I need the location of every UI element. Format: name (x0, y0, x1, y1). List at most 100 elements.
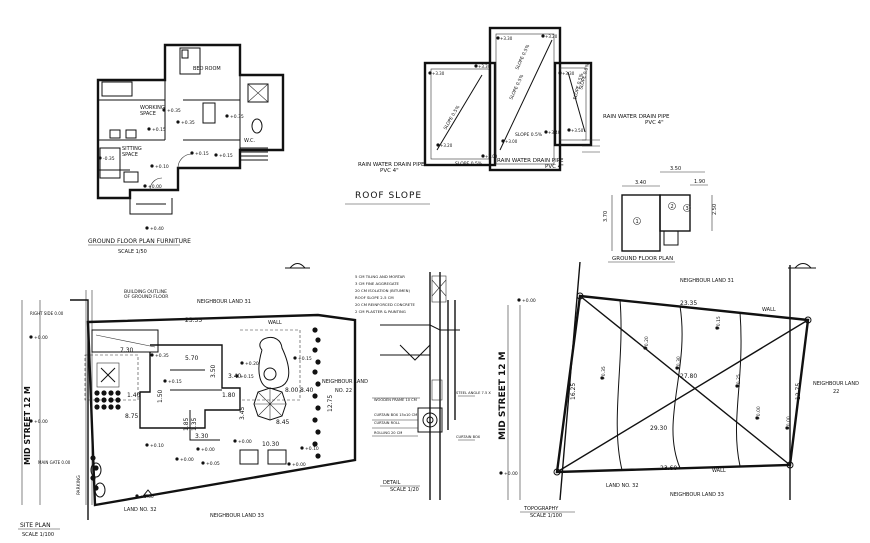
level-dot (175, 457, 179, 461)
dim: 3.40 (635, 180, 646, 186)
topo-street-label: MID STREET 12 M (498, 351, 508, 440)
corner (786, 461, 794, 469)
level-dot (541, 34, 545, 38)
topo-wall-top: WALL (762, 307, 776, 313)
plan-block-3 (663, 230, 679, 246)
table-set (267, 449, 287, 465)
tree-icon (312, 441, 318, 447)
mark-3: 3 (686, 206, 689, 212)
level-dot (544, 130, 548, 134)
fountain (258, 337, 290, 389)
tree-symbol (285, 263, 816, 269)
roof-steps (582, 139, 600, 153)
level-label: +0.00 (756, 406, 762, 420)
roof-right-parapet (559, 67, 587, 141)
slab-hatch (431, 279, 447, 297)
level-dot (436, 143, 440, 147)
level-dot (240, 361, 244, 365)
level-dot (287, 462, 291, 466)
right-side-label: RIGHT SIDE 0.00 (30, 311, 64, 316)
dimension: 27.80 (680, 373, 697, 380)
neighbour-bottom: NEIGHBOUR LAND 33 (210, 513, 264, 519)
topo-land-no: LAND NO. 32 (606, 483, 639, 489)
level-dot (145, 443, 149, 447)
detail-note: ROLLING 20 CM (374, 431, 402, 435)
tree-icon (94, 390, 100, 396)
dimension: 12.75 (795, 383, 802, 400)
level-label: +0.00 (34, 335, 48, 341)
dimension: 1.50 (157, 389, 164, 403)
dimension: 16.25 (570, 383, 577, 400)
dimension-lines (611, 171, 713, 251)
slope-labels: SLOPE 0.5%SLOPE 0.5%SLOPE 0.5%SLOPE 0.5%… (443, 43, 592, 167)
dimension: 7.30 (120, 347, 134, 354)
dimension: 3.45 (239, 406, 246, 420)
dimension: 10.30 (262, 441, 279, 448)
land-no: LAND NO. 32 (124, 507, 157, 513)
level-dot (163, 379, 167, 383)
dimension: 1.80 (222, 392, 236, 399)
garden-area (84, 354, 139, 401)
street-lines (507, 305, 521, 500)
level-dot (293, 356, 297, 360)
wall-section (429, 272, 456, 500)
detail-note: CURTAIN BOX (456, 435, 481, 439)
level-label: +0.15 (298, 356, 312, 362)
topo-neighbour-top: NEIGHBOUR LAND 31 (680, 278, 734, 284)
slope-label: SLOPE 0.5% (508, 73, 525, 101)
level-label: -0.35 (103, 156, 115, 162)
level-label: +0.35 (167, 108, 181, 114)
building-partitions (170, 369, 222, 441)
dim: 2.50 (712, 204, 718, 215)
mark (633, 217, 641, 225)
tree-icon (90, 455, 96, 461)
level-dot (225, 114, 229, 118)
topo-wall-bottom: WALL (712, 468, 726, 474)
roof-level: +3.30 (478, 64, 491, 69)
site-scale: SCALE 1/100 (22, 532, 54, 538)
level-label: +0.00 (238, 439, 252, 445)
detail-title: DETAIL (383, 480, 401, 486)
corner (576, 292, 584, 300)
contour-lines (616, 299, 742, 471)
ground-floor-plan-small: 3.40 3.50 1.90 3.70 2.50 1 2 3 GROUND FL… (603, 166, 718, 263)
dim: 1.90 (694, 179, 705, 185)
level-dot (196, 447, 200, 451)
roof-level: +3.40 (548, 130, 561, 135)
topo-scale: SCALE 1/100 (530, 513, 562, 519)
detail-note: WOODEN FRAME 10 CM (374, 398, 417, 402)
roof-level: +3.50 (571, 128, 584, 133)
dimension: 23.35 (185, 317, 202, 324)
parking-mark (90, 462, 102, 478)
roll (422, 412, 438, 428)
roof-level: +3.30 (562, 71, 575, 76)
trees (90, 327, 321, 491)
tree-icon (108, 404, 114, 410)
level-dot (235, 374, 239, 378)
topo-boundary (555, 294, 810, 474)
level-label: +0.30 (676, 356, 682, 370)
leader-lines (372, 395, 475, 441)
level-dot (233, 439, 237, 443)
room-bed: BED ROOM (193, 66, 221, 72)
dimension: 12.75 (327, 395, 334, 412)
main-gate-label: MAIN GATE 0.00 (38, 460, 71, 465)
tree-icon (315, 453, 321, 459)
fountain-center (263, 367, 277, 381)
dimension: 23.35 (680, 300, 697, 307)
dim: 3.70 (603, 211, 609, 222)
dimension: 8.00 (285, 387, 299, 394)
corner (553, 468, 561, 476)
level-label: +0.00 (34, 419, 48, 425)
level-label: +0.10 (305, 446, 319, 452)
level-label: +0.00 (201, 447, 215, 453)
level-label: +0.35 (181, 120, 195, 126)
gff-scale: SCALE 1/50 (118, 249, 147, 255)
